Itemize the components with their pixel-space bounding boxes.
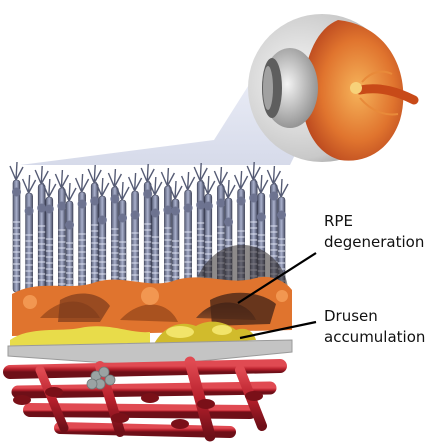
rpe-degeneration-label: RPE degeneration	[324, 211, 424, 253]
vessel-opening	[45, 387, 63, 397]
rpe-label-line2: degeneration	[324, 233, 425, 251]
vessel-opening	[141, 393, 159, 403]
vessel-opening	[171, 419, 189, 429]
drusen-label-line1: Drusen	[324, 307, 378, 325]
choroid-vessel	[23, 403, 257, 419]
photoreceptor-cell	[87, 164, 102, 298]
immune-cell	[104, 374, 116, 386]
photoreceptor-cell	[9, 161, 24, 293]
choroid-vessel	[54, 422, 236, 438]
photoreceptor-cell	[180, 171, 196, 293]
photoreceptor-cell	[34, 165, 49, 293]
photoreceptor-cell	[168, 180, 183, 298]
immune-cell	[98, 366, 110, 378]
photoreceptor-cell	[127, 172, 143, 298]
drusen-accumulation-label: Drusen accumulation	[324, 306, 425, 348]
photoreceptor-cell	[54, 169, 70, 293]
photoreceptor-cell	[21, 174, 37, 298]
photoreceptor-cell	[148, 176, 163, 298]
photoreceptor-cell	[107, 168, 123, 298]
vessel-opening	[245, 391, 263, 401]
choroid-vessel	[184, 356, 216, 442]
choroid-vessel	[3, 359, 287, 379]
drusen-leader-line	[239, 320, 317, 340]
magnification-cone	[20, 64, 312, 165]
rpe-label-line1: RPE	[324, 212, 353, 230]
choroid-vessel	[35, 365, 69, 433]
vessel-opening	[13, 395, 31, 405]
rpe-layer	[12, 276, 292, 336]
vessel-opening	[197, 399, 215, 409]
immune-cell	[86, 378, 98, 390]
rpe-leader-line	[237, 252, 317, 304]
photoreceptor-cell	[74, 173, 90, 293]
bruch-membrane	[7, 339, 293, 367]
photoreceptor-layer	[9, 161, 289, 300]
choroid-vessel-layer	[3, 356, 287, 442]
drusen-label-line2: accumulation	[324, 328, 426, 346]
eye-cross-section	[248, 14, 419, 162]
vessel-opening	[111, 413, 129, 423]
photoreceptor-cell	[95, 177, 110, 293]
photoreceptor-cell	[160, 167, 176, 293]
